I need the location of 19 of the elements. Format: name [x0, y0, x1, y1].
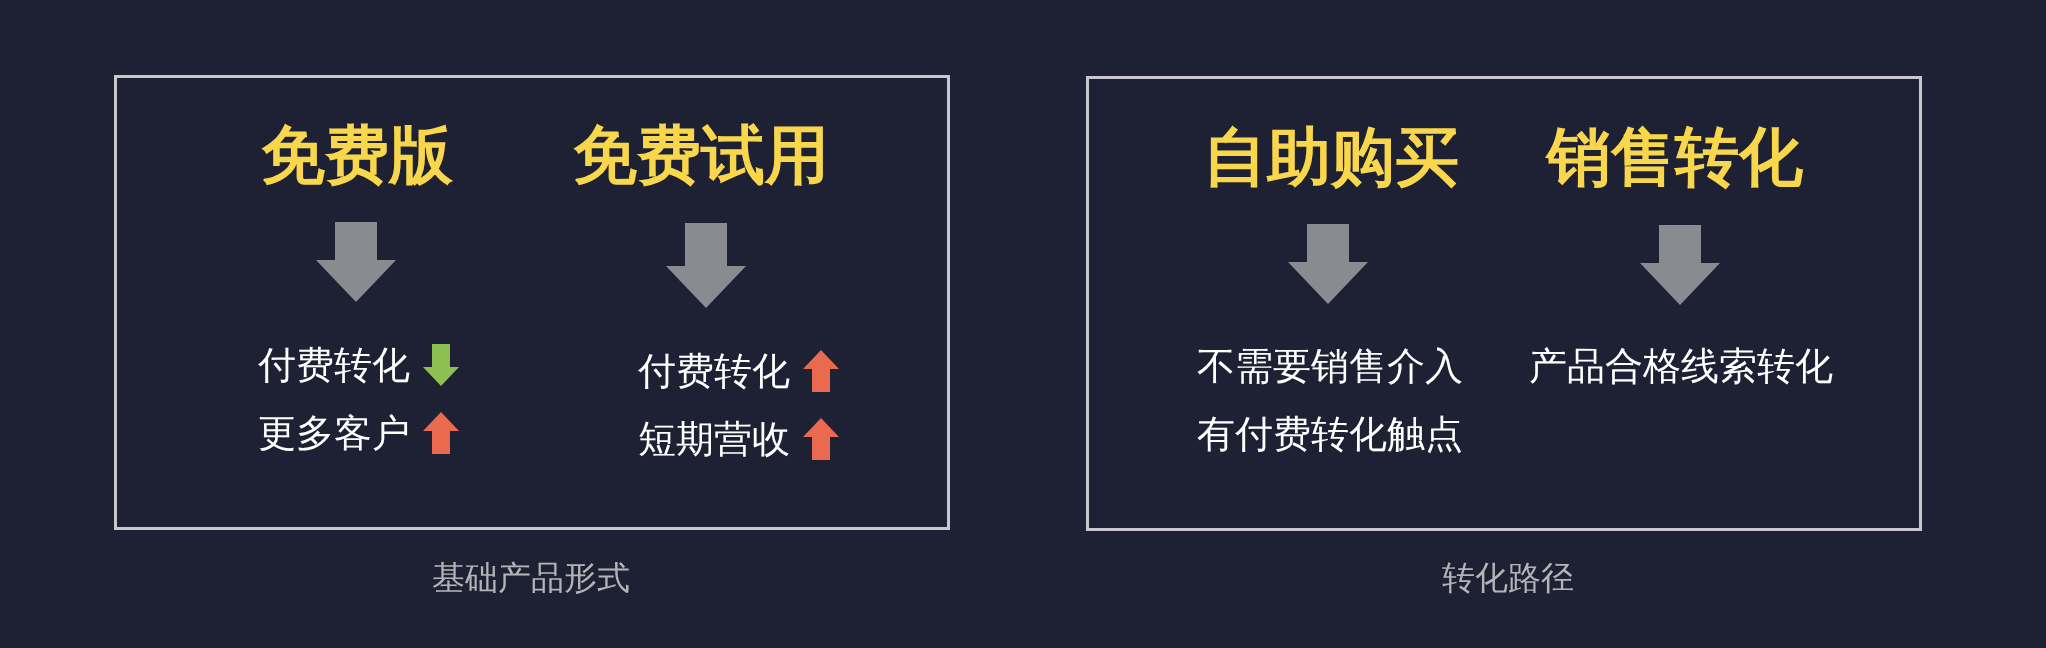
item-text: 付费转化 — [258, 343, 410, 388]
item-text: 短期营收 — [638, 417, 790, 462]
panel-label: 转化路径 — [1442, 558, 1574, 598]
arrow — [1640, 225, 1720, 305]
panel-label: 基础产品形式 — [432, 558, 630, 598]
arrow — [666, 223, 746, 308]
item-text: 不需要销售介入 — [1197, 344, 1463, 389]
outlined-panel — [114, 75, 950, 530]
arrow — [316, 222, 396, 302]
heading: 免费试用 — [573, 115, 829, 195]
heading: 自助购买 — [1203, 117, 1459, 197]
item-text: 付费转化 — [638, 349, 790, 394]
outlined-panel — [1086, 76, 1922, 531]
arrow — [1288, 224, 1368, 304]
item-text: 产品合格线索转化 — [1529, 344, 1833, 389]
heading: 销售转化 — [1547, 117, 1803, 197]
heading: 免费版 — [261, 115, 453, 195]
item-text: 有付费转化触点 — [1197, 412, 1463, 457]
item-text: 更多客户 — [258, 411, 410, 456]
